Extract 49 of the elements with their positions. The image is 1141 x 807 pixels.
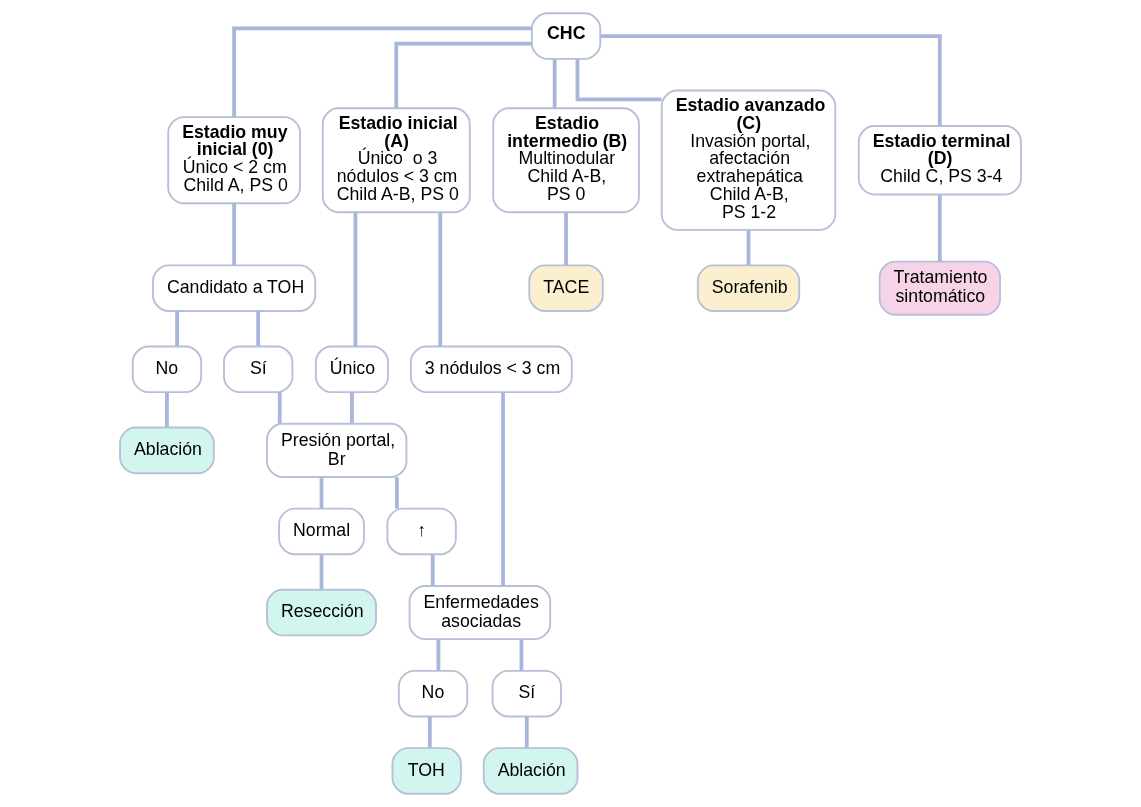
node-box: Sí xyxy=(223,345,294,394)
connector xyxy=(232,203,236,266)
connector xyxy=(575,58,662,102)
node-box: Enfermedades asociadas xyxy=(408,585,552,641)
node-box: No xyxy=(397,669,469,718)
node-box: Ablación xyxy=(119,426,215,475)
connector xyxy=(524,716,529,748)
connector xyxy=(552,59,557,109)
connector xyxy=(277,392,282,424)
node-box: Estadio avanzado (C) Invasión portal, afectación extrahepática Child A-B, PS 1-2 xyxy=(660,89,837,231)
node-box: Estadio intermedio (B) Multinodular Child A-B, PS 0 xyxy=(492,107,640,214)
connector xyxy=(746,230,751,266)
connector xyxy=(256,311,261,346)
node-box: Candidato a TOH xyxy=(152,264,317,312)
node-box: No xyxy=(131,345,203,394)
node-box: CHC xyxy=(530,12,602,60)
connector xyxy=(394,41,532,109)
node-box: Normal xyxy=(278,507,365,556)
connector xyxy=(319,477,324,509)
node-box: Tratamiento sintomático xyxy=(878,260,1001,316)
connector xyxy=(175,311,179,346)
node-box: Resección xyxy=(266,588,377,637)
node-box: Estadio inicial (A) Único o 3 nódulos < 3 cm Child A-B, PS 0 xyxy=(321,107,471,214)
connector xyxy=(395,477,399,509)
connector xyxy=(519,639,524,671)
connector xyxy=(436,639,441,671)
connector xyxy=(430,554,435,586)
node-box: Presión portal, Br xyxy=(266,422,408,478)
node-box: TACE xyxy=(528,264,604,312)
node-box: Estadio terminal (D) Child C, PS 3-4 xyxy=(857,125,1022,196)
connector xyxy=(438,212,443,347)
node-box: Estadio muy inicial (0) Único < 2 cm Child A, PS 0 xyxy=(167,116,301,205)
connector xyxy=(600,34,942,126)
node-box: 3 nódulos < 3 cm xyxy=(409,345,573,394)
connector xyxy=(350,392,354,424)
node-box: ↑ xyxy=(386,507,457,556)
connector xyxy=(427,716,432,748)
connector xyxy=(937,194,942,262)
node-box: Sorafenib xyxy=(696,264,801,312)
connector xyxy=(232,26,532,118)
connector xyxy=(353,212,358,347)
node-box: TOH xyxy=(391,747,462,795)
connector xyxy=(165,392,169,427)
connector xyxy=(564,212,568,266)
node-box: Ablación xyxy=(482,747,579,795)
node-box: Único xyxy=(314,345,389,394)
connector xyxy=(501,392,505,586)
connector xyxy=(319,554,324,590)
node-box: Sí xyxy=(491,669,562,718)
